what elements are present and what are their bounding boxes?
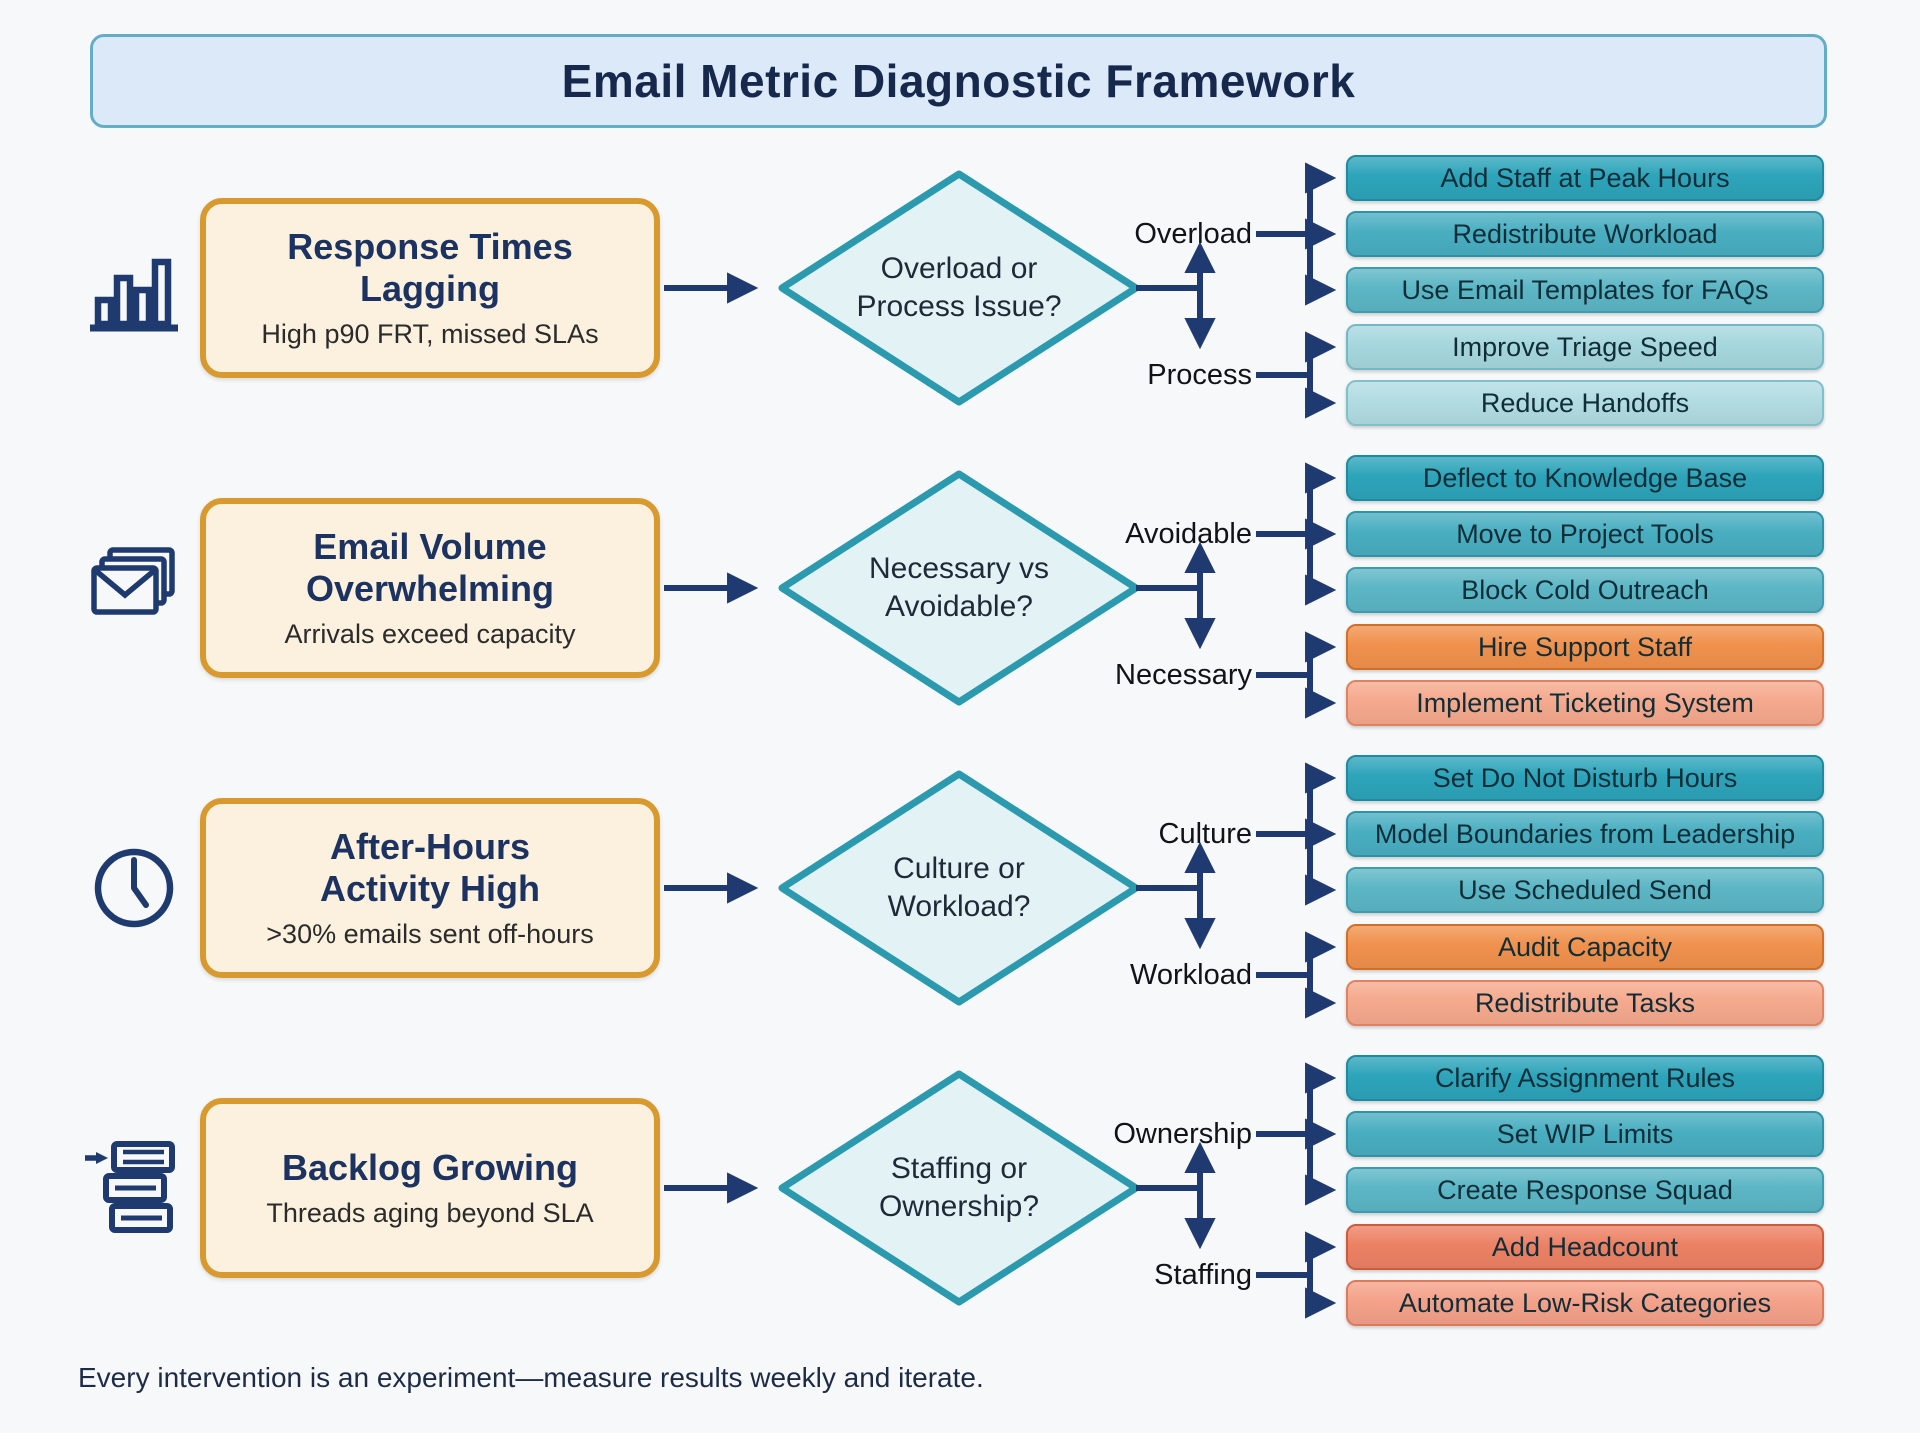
stacked-envelopes-icon — [84, 538, 184, 638]
action-box: Add Headcount — [1346, 1224, 1824, 1270]
problem-subtitle: Threads aging beyond SLA — [266, 1198, 594, 1229]
branch-label-process: Process — [1147, 359, 1252, 391]
branch-label-staffing: Staffing — [1154, 1259, 1252, 1291]
problem-box: Email Volume Overwhelming Arrivals excee… — [200, 498, 660, 678]
problem-box: Response Times Lagging High p90 FRT, mis… — [200, 198, 660, 378]
row-response-times: Response Times Lagging High p90 FRT, mis… — [0, 138, 1920, 438]
decision-diamond-label: Necessary vs Avoidable? — [868, 552, 1050, 623]
action-box: Hire Support Staff — [1346, 624, 1824, 670]
action-box: Move to Project Tools — [1346, 511, 1824, 557]
problem-title: After-Hours Activity High — [319, 825, 541, 909]
branch-label-avoidable: Avoidable — [1125, 518, 1252, 550]
branch-label-culture: Culture — [1158, 818, 1253, 850]
clock-icon — [84, 838, 184, 938]
action-box: Clarify Assignment Rules — [1346, 1055, 1824, 1101]
branch-label-necessary: Necessary — [1115, 659, 1252, 691]
action-box: Redistribute Tasks — [1346, 980, 1824, 1026]
problem-subtitle: >30% emails sent off-hours — [266, 919, 594, 950]
bar-chart-icon — [84, 238, 184, 338]
action-box: Improve Triage Speed — [1346, 324, 1824, 370]
action-box: Implement Ticketing System — [1346, 680, 1824, 726]
action-box: Use Email Templates for FAQs — [1346, 267, 1824, 313]
decision-diamond-label: Culture or Workload? — [887, 852, 1031, 923]
row-after-hours: After-Hours Activity High >30% emails se… — [0, 738, 1920, 1038]
problem-title: Email Volume Overwhelming — [305, 525, 555, 609]
problem-box: After-Hours Activity High >30% emails se… — [200, 798, 660, 978]
problem-subtitle: Arrivals exceed capacity — [284, 619, 576, 650]
branch-label-workload: Workload — [1130, 959, 1252, 991]
branch-label-overload: Overload — [1134, 218, 1252, 250]
action-box: Automate Low-Risk Categories — [1346, 1280, 1824, 1326]
action-box: Set Do Not Disturb Hours — [1346, 755, 1824, 801]
action-box: Set WIP Limits — [1346, 1111, 1824, 1157]
action-box: Audit Capacity — [1346, 924, 1824, 970]
footer-note: Every intervention is an experiment—meas… — [78, 1362, 984, 1393]
action-box: Redistribute Workload — [1346, 211, 1824, 257]
action-box: Block Cold Outreach — [1346, 567, 1824, 613]
action-box: Model Boundaries from Leadership — [1346, 811, 1824, 857]
problem-title: Backlog Growing — [281, 1146, 579, 1188]
problem-box: Backlog Growing Threads aging beyond SLA — [200, 1098, 660, 1278]
action-box: Create Response Squad — [1346, 1167, 1824, 1213]
page-title: Email Metric Diagnostic Framework — [561, 55, 1356, 107]
problem-subtitle: High p90 FRT, missed SLAs — [261, 319, 599, 350]
header-banner: Email Metric Diagnostic Framework — [90, 34, 1827, 128]
action-box: Add Staff at Peak Hours — [1346, 155, 1824, 201]
decision-diamond-label: Staffing or Ownership? — [878, 1152, 1040, 1223]
problem-title: Response Times Lagging — [287, 225, 573, 309]
action-box: Use Scheduled Send — [1346, 867, 1824, 913]
branch-label-ownership: Ownership — [1113, 1118, 1252, 1150]
decision-diamond-label: Overload or Process Issue? — [856, 252, 1062, 323]
backlog-queue-icon — [84, 1138, 184, 1238]
row-backlog: Backlog Growing Threads aging beyond SLA… — [0, 1038, 1920, 1338]
row-email-volume: Email Volume Overwhelming Arrivals excee… — [0, 438, 1920, 738]
action-box: Reduce Handoffs — [1346, 380, 1824, 426]
action-box: Deflect to Knowledge Base — [1346, 455, 1824, 501]
